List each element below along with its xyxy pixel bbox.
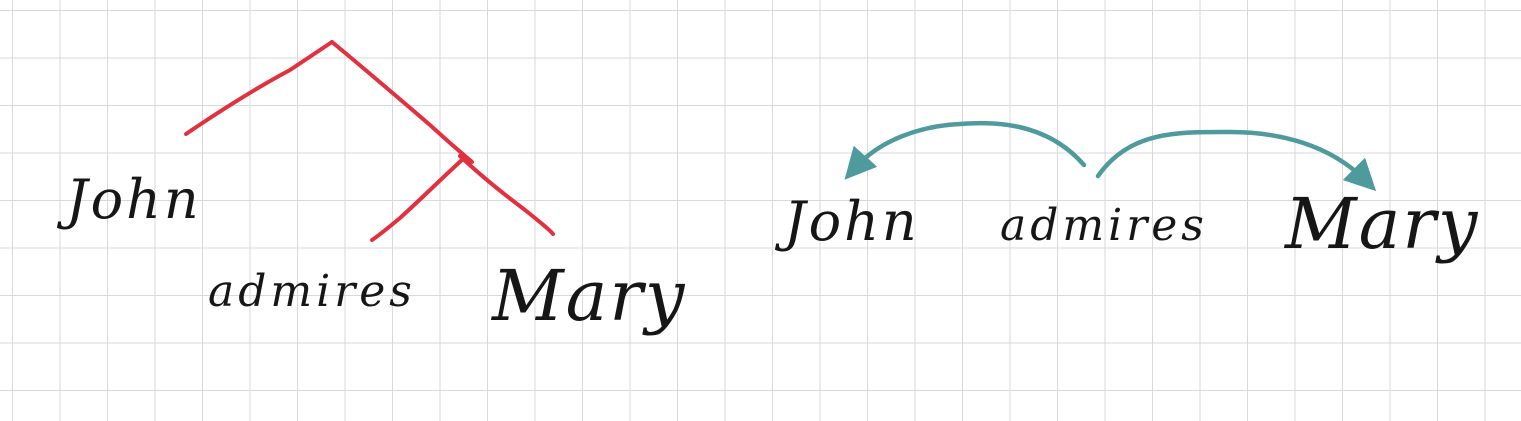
dependency-word-john: John [774, 190, 920, 253]
tree-branch-root-left [184, 40, 334, 136]
dependency-word-admires: admires [1000, 200, 1208, 251]
tree-branch-vp-left [370, 156, 466, 242]
dependency-arc-admires-mary [1095, 129, 1377, 192]
tree-word-admires: admires [208, 266, 416, 317]
dependency-graph: John admires Mary [774, 120, 1479, 265]
constituency-tree: John admires Mary [56, 40, 686, 337]
tree-word-john: John [56, 168, 202, 231]
tree-branch-vp-right [458, 154, 555, 236]
tree-word-mary: Mary [490, 255, 686, 337]
tree-branch-root-right [330, 40, 474, 164]
dependency-word-mary: Mary [1283, 183, 1479, 265]
dependency-arc-admires-john [844, 120, 1087, 180]
